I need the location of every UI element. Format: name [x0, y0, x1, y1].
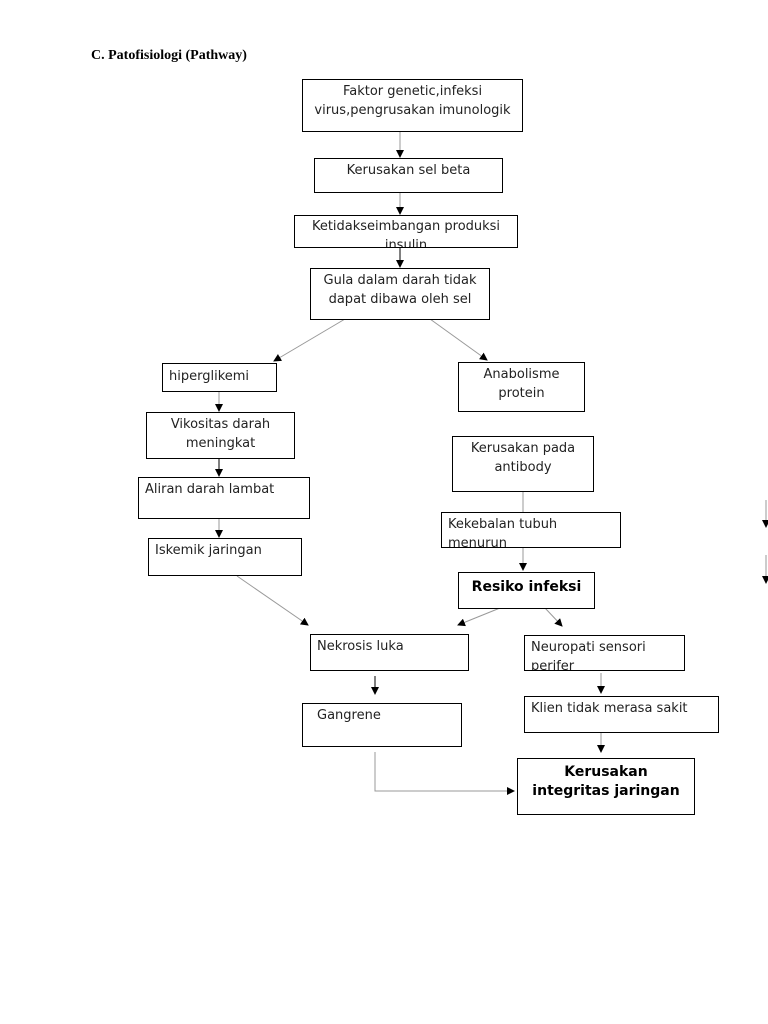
node-ketidakseimbangan: Ketidakseimbangan produksi insulin — [294, 215, 518, 248]
node-gula: Gula dalam darah tidak dapat dibawa oleh… — [310, 268, 490, 320]
node-kekebalan: Kekebalan tubuh menurun — [441, 512, 621, 548]
node-kerusakan-sel-beta: Kerusakan sel beta — [314, 158, 503, 193]
node-hiperglikemi: hiperglikemi — [162, 363, 277, 392]
node-faktor: Faktor genetic,infeksi virus,pengrusakan… — [302, 79, 523, 132]
node-kerusakan-integritas: Kerusakan integritas jaringan — [517, 758, 695, 815]
node-anabolisme: Anabolisme protein — [458, 362, 585, 412]
arrow-resiko-to-neuropati — [544, 607, 563, 627]
node-iskemik: Iskemik jaringan — [148, 538, 302, 576]
node-neuropati: Neuropati sensori perifer — [524, 635, 685, 671]
node-gangrene: Gangrene — [302, 703, 462, 747]
section-title: C. Patofisiologi (Pathway) — [91, 48, 247, 63]
node-klien: Klien tidak merasa sakit — [524, 696, 719, 733]
node-kerusakan-antibody: Kerusakan pada antibody — [452, 436, 594, 492]
node-aliran: Aliran darah lambat — [138, 477, 310, 519]
node-resiko-infeksi: Resiko infeksi — [458, 572, 595, 609]
node-vikositas: Vikositas darah meningkat — [146, 412, 295, 459]
arrow-gula-to-hiperglikemi — [273, 318, 346, 362]
arrow-gangrene-to-integritas — [374, 752, 515, 795]
node-nekrosis: Nekrosis luka — [310, 634, 469, 671]
arrow-iskemik-to-nekrosis — [236, 575, 309, 626]
arrow-gula-to-anabolisme — [429, 318, 488, 361]
arrow-resiko-to-nekrosis — [457, 607, 501, 627]
